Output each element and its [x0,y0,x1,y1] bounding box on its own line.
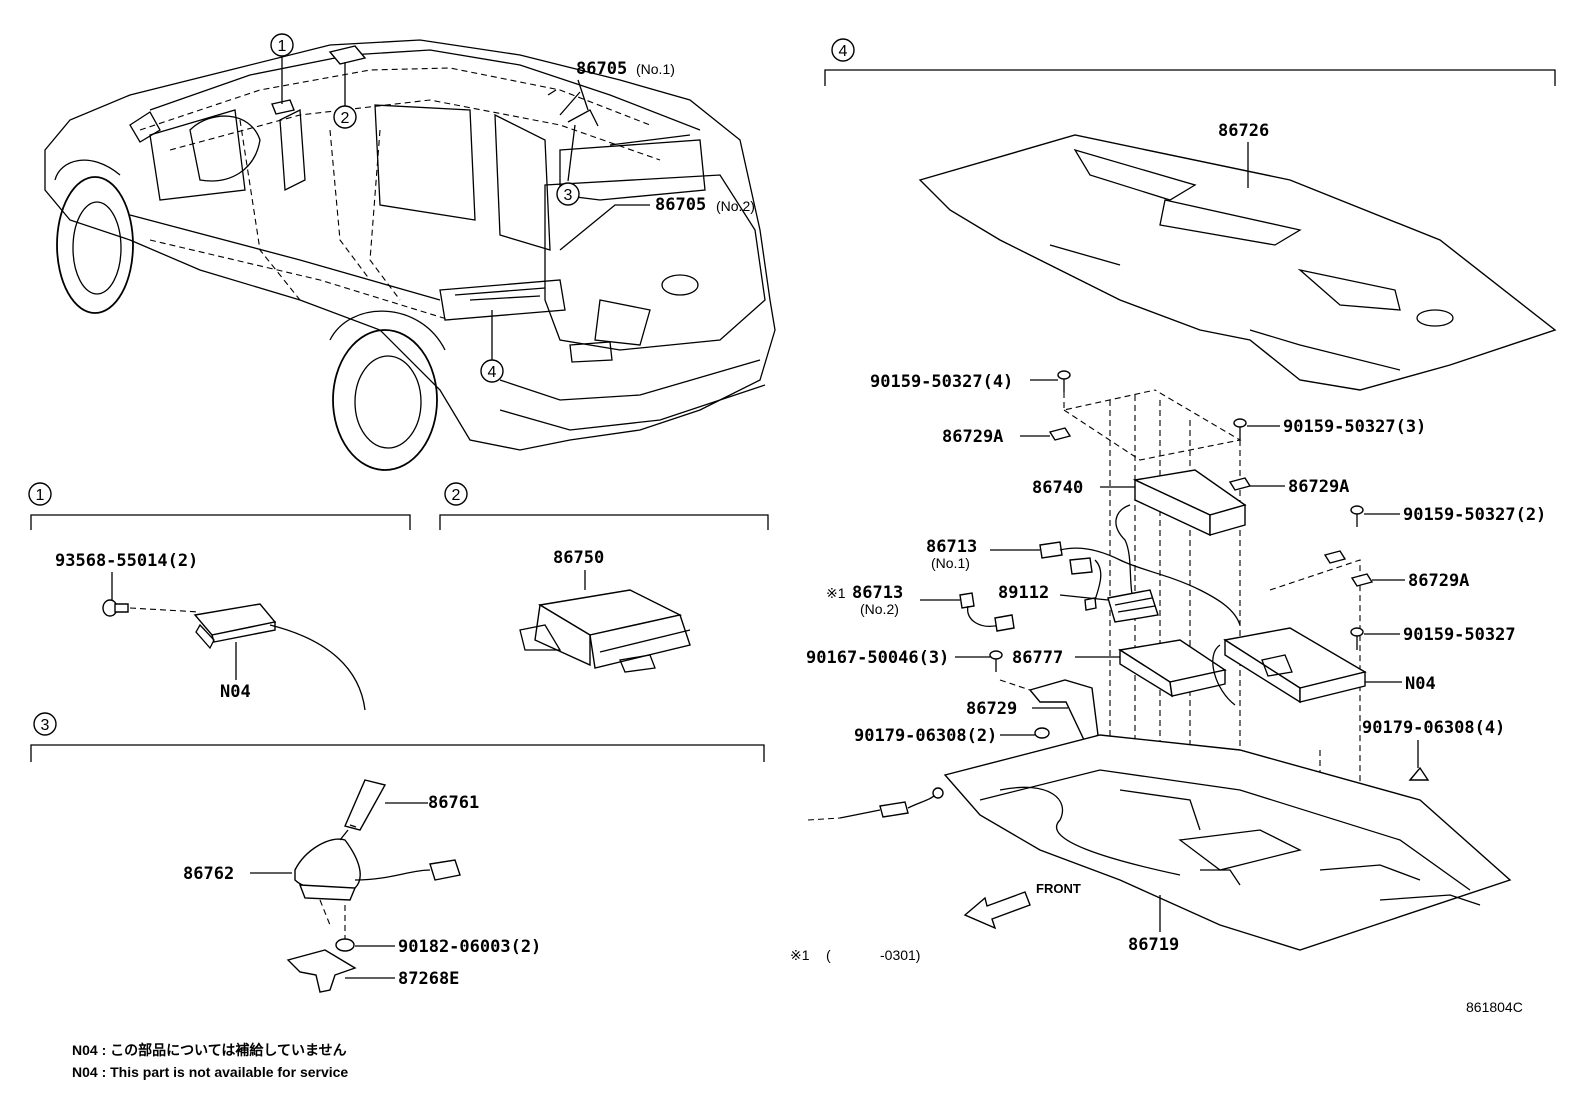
clip-86729a-3 [1323,550,1374,587]
svg-text:87268E: 87268E [398,969,459,989]
svg-text:2: 2 [341,110,350,127]
svg-text:90159-50327(2): 90159-50327(2) [1403,505,1546,525]
svg-text:86777: 86777 [1012,648,1063,668]
antenna-base-86762 [294,829,461,901]
nut-90182 [335,938,355,952]
harness-86713-no1 [1039,541,1241,626]
vehicle-illustration [44,39,776,471]
svg-text:(No.1): (No.1) [636,61,675,77]
svg-text:90167-50046(3): 90167-50046(3) [806,648,949,668]
harness-86713-no2 [959,592,1015,632]
antenna-rod-86761 [344,779,387,831]
clip-86729a-2 [1228,477,1252,491]
svg-text:1: 1 [278,38,287,55]
cover-86726 [918,134,1557,391]
svg-text:N04: N04 [220,682,251,702]
vehicle-marker-2: 2 [333,105,357,129]
svg-text:FRONT: FRONT [1036,881,1081,896]
svg-text:90159-50327(4): 90159-50327(4) [870,372,1013,392]
front-arrow: FRONT [963,881,1081,930]
svg-text:(No.2): (No.2) [716,198,755,214]
svg-text:86705: 86705 [655,195,706,215]
svg-text:86740: 86740 [1032,478,1083,498]
svg-text:※1: ※1 [826,585,846,601]
svg-text:86729A: 86729A [1408,571,1469,591]
nut-90179-2 [1034,727,1050,739]
svg-text:(No.1): (No.1) [931,555,970,571]
vehicle-marker-3: 3 [556,182,580,206]
unit-n04-section1 [193,603,366,711]
svg-text:86729: 86729 [966,699,1017,719]
svg-text:(: ( [826,947,831,963]
svg-text:※1: ※1 [790,947,810,963]
svg-text:90159-50327(3): 90159-50327(3) [1283,417,1426,437]
svg-text:89112: 89112 [998,583,1049,603]
unit-n04-section4 [1212,627,1367,706]
section-2: 2 86750 [439,482,769,673]
svg-text:86713: 86713 [852,583,903,603]
screw-90159 [1350,627,1364,650]
svg-text:N04: N04 [1405,674,1436,694]
connector-89112 [1084,589,1159,623]
svg-text:4: 4 [488,364,497,381]
screw-90167 [989,650,1003,672]
figure-code: 861804C [1466,999,1523,1015]
svg-text:86719: 86719 [1128,935,1179,955]
vehicle-marker-1: 1 [270,33,294,57]
bracket-87268e [286,949,357,993]
vehicle-marker-4: 4 [480,359,504,383]
tray-86719 [943,734,1512,951]
svg-text:86729A: 86729A [1288,477,1349,497]
nut-90179-4 [1408,766,1430,781]
svg-text:2: 2 [452,487,461,504]
note-en: N04 : This part is not available for ser… [72,1064,349,1080]
module-86777 [1118,639,1227,698]
svg-text:90182-06003(2): 90182-06003(2) [398,937,541,957]
amplifier-86740 [1115,469,1247,611]
svg-text:90179-06308(2): 90179-06308(2) [854,726,997,746]
svg-text:86713: 86713 [926,537,977,557]
screw-90159-4 [1057,370,1071,392]
clip-86729a-1 [1048,427,1072,441]
svg-text:3: 3 [564,187,573,204]
svg-text:90159-50327: 90159-50327 [1403,625,1516,645]
svg-text:86705: 86705 [576,59,627,79]
section-4: 4 [824,38,1556,86]
label-86705-no2: 86705 (No.2) [655,195,755,215]
svg-text:86762: 86762 [183,864,234,884]
footnote: ※1 ( -0301) [790,947,920,963]
svg-text:86761: 86761 [428,793,479,813]
svg-text:1: 1 [36,487,45,504]
svg-text:90179-06308(4): 90179-06308(4) [1362,718,1505,738]
section-1: 1 93568-55014(2) N04 [28,482,411,711]
label-86705-no1: 86705 (No.1) [576,59,675,79]
note-jp: N04 : この部品については補給していません [72,1042,347,1058]
bolt-93568 [102,599,129,617]
svg-text:93568-55014(2): 93568-55014(2) [55,551,198,571]
screw-90159-2 [1350,505,1364,527]
svg-text:4: 4 [839,43,848,60]
screw-90159-3 [1233,418,1247,440]
svg-text:86726: 86726 [1218,121,1269,141]
svg-text:3: 3 [41,717,50,734]
svg-text:-0301): -0301) [880,947,920,963]
svg-text:86729A: 86729A [942,427,1003,447]
svg-text:(No.2): (No.2) [860,601,899,617]
unit-86750 [519,589,691,673]
section-3: 3 86761 86762 90182-06003(2) 87 [30,712,765,993]
svg-text:86750: 86750 [553,548,604,568]
